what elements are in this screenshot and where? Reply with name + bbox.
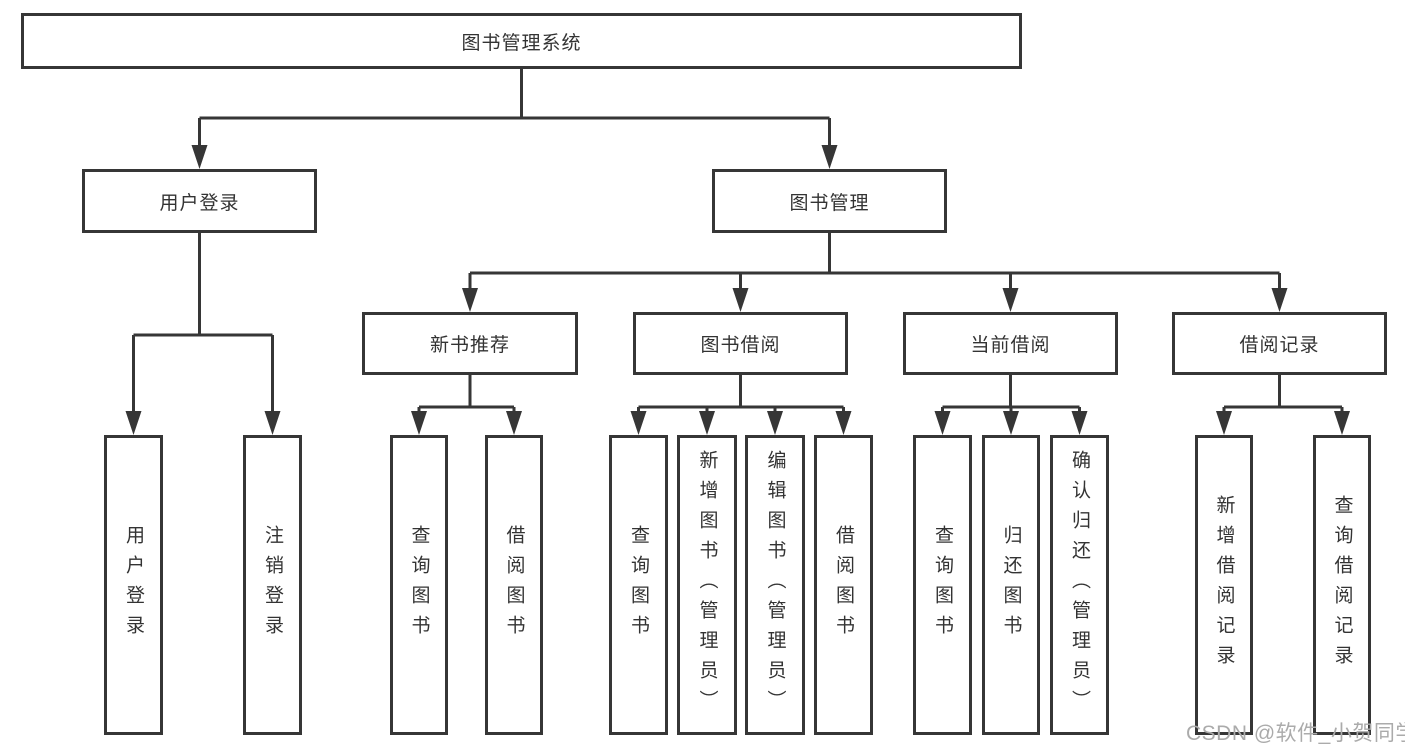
edge-book-borrow-to-leaves (637, 375, 845, 413)
leaf-label: 归还图书 (1000, 525, 1022, 645)
node-label: 用户登录 (159, 192, 240, 214)
edge-user-login-to-leaves (132, 233, 274, 413)
arrowhead-down (835, 411, 852, 435)
node-label: 当前借阅 (970, 335, 1051, 356)
arrowhead-down (821, 145, 838, 169)
connector-line (1222, 375, 1344, 413)
arrowhead-down (411, 411, 427, 435)
node-new-book-recommend: 新书推荐 (362, 312, 578, 375)
node-label: 图书借阅 (700, 335, 781, 356)
leaf-user-login: 用户登录 (104, 435, 163, 735)
arrowhead-down (1002, 288, 1019, 312)
leaf-confirm-return-admin: 确认归还（管理员） (1050, 435, 1109, 735)
leaf-add-borrow-record: 新增借阅记录 (1195, 435, 1253, 735)
arrowhead-down (1216, 411, 1232, 435)
node-library-management-system: 图书管理系统 (21, 13, 1022, 69)
connector-line (468, 233, 1281, 290)
connector-line (417, 375, 516, 413)
leaf-query-books-current: 查询图书 (913, 435, 972, 735)
arrowhead-down (462, 288, 478, 312)
node-borrow-records: 借阅记录 (1172, 312, 1387, 375)
leaf-query-books-borrow: 查询图书 (609, 435, 668, 735)
leaf-label: 查询图书 (408, 525, 430, 645)
edge-borrow-records-to-leaves (1222, 375, 1344, 413)
arrowhead-down (630, 411, 647, 435)
leaf-label: 新增借阅记录 (1213, 495, 1235, 675)
connector-line (941, 375, 1081, 413)
arrowhead-down (506, 411, 522, 435)
arrowhead-down (1334, 411, 1350, 435)
csdn-watermark: CSDN @软件_小贺同学 (1186, 722, 1405, 745)
arrowhead-down (767, 411, 783, 435)
node-user-login: 用户登录 (82, 169, 317, 233)
arrowhead-down (1003, 411, 1019, 435)
edge-root-to-level2 (198, 69, 831, 147)
leaf-logout: 注销登录 (243, 435, 302, 735)
arrowhead-down (1271, 288, 1288, 312)
leaf-label: 注销登录 (262, 525, 283, 645)
leaf-label: 借阅图书 (833, 525, 854, 645)
leaf-label: 用户登录 (123, 525, 144, 645)
arrowhead-down (934, 411, 951, 435)
connector-line (198, 69, 831, 147)
leaf-return-book: 归还图书 (982, 435, 1040, 735)
node-label: 新书推荐 (429, 335, 510, 356)
arrowhead-down (699, 411, 715, 435)
leaf-add-book-admin: 新增图书（管理员） (677, 435, 737, 735)
node-label: 借阅记录 (1239, 335, 1320, 356)
leaf-query-books-recommend: 查询图书 (390, 435, 448, 735)
connector-line (637, 375, 845, 413)
leaf-borrow-books: 借阅图书 (814, 435, 873, 735)
leaf-label: 查询借阅记录 (1331, 495, 1353, 675)
leaf-label: 编辑图书（管理员） (764, 450, 786, 720)
node-label: 图书管理系统 (461, 32, 582, 54)
arrowhead-down (191, 145, 208, 169)
leaf-borrow-books-recommend: 借阅图书 (485, 435, 543, 735)
arrowhead-down (1071, 411, 1088, 435)
edge-book-management-to-level3 (468, 233, 1281, 290)
node-label: 图书管理 (789, 192, 870, 214)
connector-line (132, 233, 274, 413)
leaf-query-borrow-record: 查询借阅记录 (1313, 435, 1371, 735)
leaf-label: 新增图书（管理员） (696, 450, 718, 720)
leaf-label: 确认归还（管理员） (1069, 450, 1090, 720)
edge-new-books-to-leaves (417, 375, 516, 413)
node-book-borrow: 图书借阅 (633, 312, 848, 375)
leaf-label: 借阅图书 (503, 525, 525, 645)
node-current-borrow: 当前借阅 (903, 312, 1118, 375)
leaf-label: 查询图书 (628, 525, 649, 645)
arrowhead-down (125, 411, 142, 435)
arrowhead-down (264, 411, 281, 435)
node-book-management: 图书管理 (712, 169, 947, 233)
edge-current-borrow-to-leaves (941, 375, 1081, 413)
arrowhead-down (732, 288, 749, 312)
leaf-edit-book-admin: 编辑图书（管理员） (745, 435, 805, 735)
leaf-label: 查询图书 (932, 525, 953, 645)
